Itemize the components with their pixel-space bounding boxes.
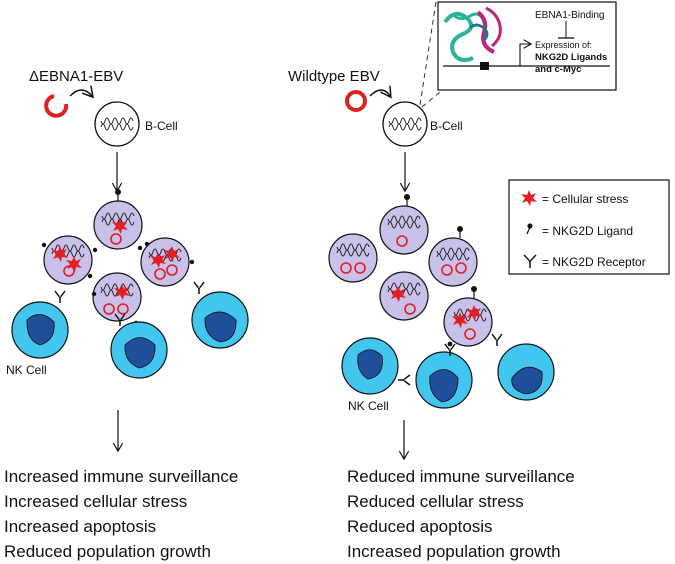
left-outcome-item: Reduced population growth [4, 542, 211, 561]
left-nk-cells: NK Cell [6, 281, 249, 379]
inset-targets-line1: NKG2D Ligands [535, 52, 607, 63]
inset-expression-label: Expression of: [535, 40, 592, 50]
nk-nucleus [204, 311, 237, 343]
nk-nucleus [511, 366, 543, 395]
right-outcome-item: Reduced immune surveillance [347, 467, 575, 486]
left-bcell [94, 101, 140, 147]
nk-nucleus [357, 349, 383, 380]
right-nk-label: NK Cell [348, 399, 389, 413]
left-virus-label: ΔEBNA1-EBV [29, 68, 123, 85]
left-nk-label: NK Cell [6, 363, 47, 377]
right-outcome-item: Reduced apoptosis [347, 517, 493, 536]
left-outcome-item: Increased immune surveillance [4, 467, 239, 486]
inset-binding-label: EBNA1-Binding [535, 10, 604, 21]
right-outcome-item: Reduced cellular stress [347, 492, 524, 511]
receptor-y-icon [523, 254, 537, 268]
right-nk-cells: NK Cell [341, 333, 555, 413]
ebna1-protein-structure [443, 6, 502, 62]
nk-nucleus [124, 337, 156, 369]
right-infected-bcell [443, 297, 493, 347]
right-bcell [382, 101, 428, 147]
inset-binding-site [480, 62, 489, 70]
inset-targets-line2: and c-Myc [535, 64, 581, 75]
nk-nucleus [429, 369, 459, 403]
left-outcome-item: Increased apoptosis [4, 517, 157, 536]
left-virus-plasmid-icon [44, 94, 69, 118]
legend-label-stress: = Cellular stress [542, 192, 628, 206]
legend-label-receptor: = NKG2D Receptor [542, 255, 646, 269]
right-infected-bcell [328, 233, 378, 283]
right-infected-bcell [428, 237, 478, 287]
left-bcell-label: B-Cell [145, 119, 178, 133]
left-outcomes: Increased immune surveillance Increased … [4, 464, 238, 564]
left-bcell-cluster [41, 188, 195, 326]
left-infected-bcell [92, 272, 142, 322]
right-virus-plasmid-icon [345, 90, 367, 112]
right-virus-label: Wildtype EBV [288, 68, 380, 85]
left-infected-bcell [43, 235, 93, 285]
inset-callout-line [419, 1, 437, 106]
right-panel: Wildtype EBV B-Cell EBNA1-Binding Expres… [288, 1, 670, 458]
left-outcome-item: Increased cellular stress [4, 492, 188, 511]
nk-nucleus [26, 314, 55, 346]
right-outcome-item: Increased population growth [347, 542, 561, 561]
inset-transcription-arrow [519, 44, 530, 66]
left-panel: ΔEBNA1-EBV B-Cell [6, 68, 249, 450]
legend-box [508, 179, 670, 275]
right-infected-bcell [379, 205, 429, 255]
right-outcomes: Reduced immune surveillance Reduced cell… [347, 464, 575, 564]
ligand-pin-icon [114, 188, 122, 202]
left-infection-arrow [69, 90, 92, 96]
right-infection-arrow [369, 90, 390, 96]
right-bcell-label: B-Cell [430, 119, 463, 133]
ligand-pin-icon [526, 223, 533, 235]
inset-callout-line [421, 91, 441, 108]
right-bcell-cluster [328, 193, 493, 347]
legend-label-ligand: = NKG2D Ligand [542, 224, 633, 238]
